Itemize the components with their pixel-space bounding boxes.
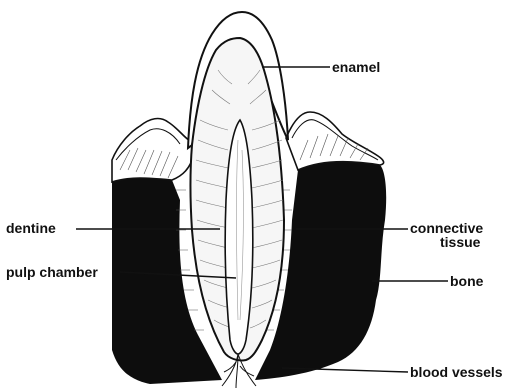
pulp-chamber: [225, 120, 253, 354]
label-tissue: tissue: [440, 234, 481, 250]
gum-right: [286, 112, 384, 170]
label-bone: bone: [450, 273, 484, 289]
label-dentine: dentine: [6, 220, 56, 236]
label-pulp-chamber: pulp chamber: [6, 264, 98, 280]
label-enamel: enamel: [332, 59, 380, 75]
label-blood-vessels: blood vessels: [410, 364, 503, 380]
